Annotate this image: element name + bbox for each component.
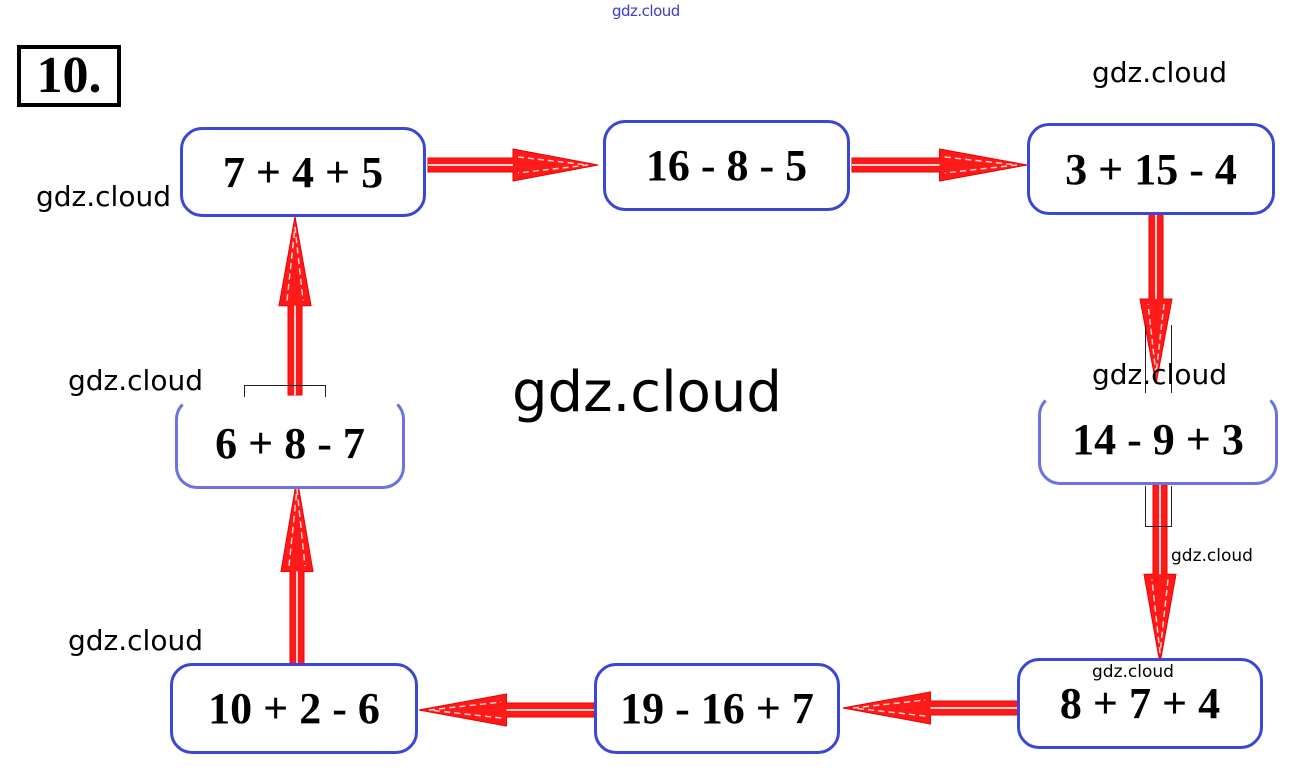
overlay-artifact xyxy=(1171,325,1172,395)
expression-text: 10 + 2 - 6 xyxy=(208,684,380,733)
overlay-artifact xyxy=(1145,526,1172,527)
arrow-e5-to-e6 xyxy=(841,690,1020,726)
expression-box-3: 3 + 15 - 4 xyxy=(1027,123,1275,215)
watermark-left-lower: gdz.cloud xyxy=(68,624,203,657)
watermark-top: gdz.cloud xyxy=(612,2,680,20)
arrow-e6-to-e7 xyxy=(417,692,596,728)
watermark-right-arrow: gdz.cloud xyxy=(1171,546,1253,566)
watermark-bottom-right-box: gdz.cloud xyxy=(1092,662,1174,682)
expression-box-6: 19 - 16 + 7 xyxy=(594,663,840,754)
expression-text: 3 + 15 - 4 xyxy=(1065,144,1237,194)
watermark-left-middle: gdz.cloud xyxy=(68,364,203,397)
expression-text: 14 - 9 + 3 xyxy=(1072,414,1244,464)
overlay-artifact xyxy=(1145,325,1146,395)
expression-text: 16 - 8 - 5 xyxy=(645,141,808,190)
watermark-right-middle: gdz.cloud xyxy=(1092,358,1227,391)
arrow-e1-to-e2 xyxy=(427,148,599,182)
watermark-left-upper: gdz.cloud xyxy=(36,180,171,213)
arrow-e8-to-e1 xyxy=(277,215,313,397)
overlay-artifact xyxy=(1145,486,1146,526)
expression-text: 6 + 8 - 7 xyxy=(215,418,365,468)
overlay-artifact xyxy=(244,385,326,398)
watermark-center: gdz.cloud xyxy=(512,360,782,425)
expression-box-5: 8 + 7 + 4 xyxy=(1017,658,1263,749)
expression-box-2: 16 - 8 - 5 xyxy=(603,120,850,211)
expression-box-7: 10 + 2 - 6 xyxy=(170,663,418,754)
expression-text: 7 + 4 + 5 xyxy=(222,147,384,197)
expression-box-4: 14 - 9 + 3 xyxy=(1038,393,1278,485)
arrow-e7-to-e8 xyxy=(279,476,315,667)
overlay-artifact xyxy=(1171,486,1172,526)
expression-box-8: 6 + 8 - 7 xyxy=(175,397,405,489)
task-number: 10. xyxy=(17,45,121,107)
arrow-e2-to-e3 xyxy=(850,147,1029,183)
expression-text: 19 - 16 + 7 xyxy=(620,684,814,733)
expression-text: 8 + 7 + 4 xyxy=(1059,679,1221,728)
watermark-top-right: gdz.cloud xyxy=(1092,56,1227,89)
expression-box-1: 7 + 4 + 5 xyxy=(180,127,426,217)
